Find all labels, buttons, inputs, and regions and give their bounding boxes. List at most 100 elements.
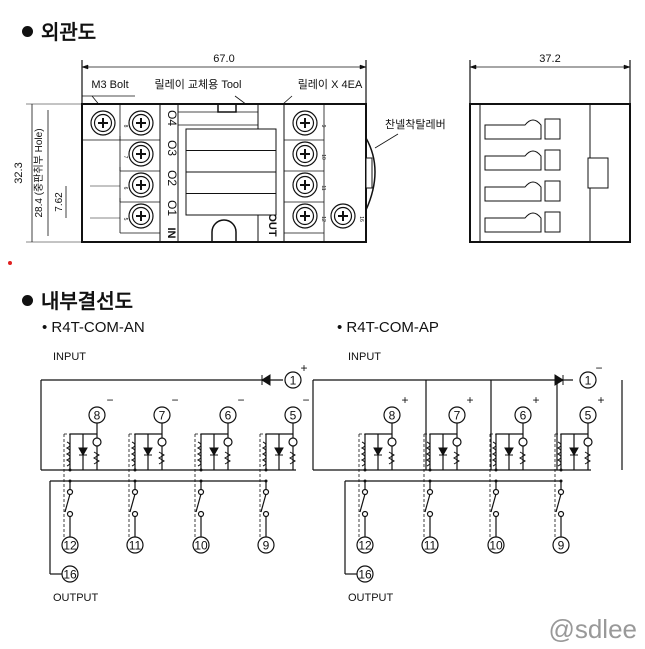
common-terminal xyxy=(284,371,302,389)
model-ap-title: • R4T-COM-AP xyxy=(337,319,439,336)
side-screw xyxy=(544,118,561,140)
side-screw xyxy=(544,180,561,202)
contact-icon xyxy=(131,510,139,518)
contact-icon xyxy=(66,510,74,518)
model-an-title: • R4T-COM-AN xyxy=(42,319,145,336)
screw-cross-icon xyxy=(300,211,310,221)
coil-icon xyxy=(425,441,431,467)
output-terminal-text: 12 xyxy=(63,539,77,553)
output-terminal xyxy=(421,536,439,554)
contact-icon xyxy=(426,510,434,518)
junction-dot xyxy=(68,468,72,472)
input-terminal-text: 7 xyxy=(454,409,461,423)
output-common-terminal-text: 16 xyxy=(63,568,77,582)
led-icon xyxy=(92,437,102,447)
an-input-label: INPUT xyxy=(53,351,86,363)
contact-icon xyxy=(262,510,270,518)
led-icon xyxy=(288,437,298,447)
terminal-id: 12 xyxy=(320,216,326,222)
switch-blade xyxy=(195,493,202,513)
resistor-icon xyxy=(158,451,165,465)
side-clip xyxy=(587,157,609,189)
resistor-icon xyxy=(519,451,526,465)
side-terminal xyxy=(484,119,542,140)
resistor-icon xyxy=(93,451,100,465)
output-terminal xyxy=(192,536,210,554)
screw-cross-icon xyxy=(338,211,348,221)
terminal-id: 8 xyxy=(122,125,128,128)
coil-icon xyxy=(196,441,202,467)
input-terminal-text: 8 xyxy=(94,409,101,423)
pitch-dimension: 7.62 xyxy=(54,192,65,212)
led-icon xyxy=(583,437,593,447)
output-label-O1: O1 xyxy=(165,200,179,216)
switch-blade xyxy=(424,493,431,513)
output-terminal xyxy=(487,536,505,554)
led-icon xyxy=(518,437,528,447)
wiring-title-text: 내부결선도 xyxy=(41,291,133,313)
coil-icon xyxy=(65,441,71,467)
coil-icon xyxy=(130,441,136,467)
relay-outline xyxy=(63,433,74,543)
output-common-terminal xyxy=(356,565,374,583)
terminal-id: 7 xyxy=(122,156,128,159)
diode-icon xyxy=(261,374,271,386)
junction-dot xyxy=(559,468,563,472)
side-terminal xyxy=(484,150,542,171)
channel-lever xyxy=(365,137,376,211)
input-sign: − xyxy=(106,393,113,407)
watermark: @sdlee xyxy=(548,614,637,644)
screw-cross-icon xyxy=(136,211,146,221)
arrow-icon xyxy=(81,64,89,70)
tool-rail xyxy=(178,111,258,126)
switch-blade xyxy=(490,493,497,513)
output-terminal xyxy=(61,536,79,554)
wiring-section-title: 내부결선도 xyxy=(22,285,133,314)
screw-cross-icon xyxy=(136,180,146,190)
junction-dot xyxy=(199,468,203,472)
junction-dot xyxy=(133,468,137,472)
output-terminal-text: 11 xyxy=(129,539,142,553)
junction-dot xyxy=(363,468,367,472)
input-sign: − xyxy=(171,393,178,407)
diode-icon xyxy=(209,447,219,457)
diode-icon xyxy=(554,374,564,386)
diode-icon xyxy=(143,447,153,457)
terminal-id: 11 xyxy=(320,185,326,190)
resistor-icon xyxy=(388,451,395,465)
switch-blade xyxy=(64,493,71,513)
resistor-icon xyxy=(289,451,296,465)
height-dimension: 32.3 xyxy=(13,162,25,183)
tool-label: 릴레이 교체용 Tool xyxy=(154,78,241,91)
contact-icon xyxy=(262,488,270,496)
output-terminal xyxy=(356,536,374,554)
relay-outline xyxy=(128,433,139,543)
output-terminal xyxy=(126,536,144,554)
bullet-icon xyxy=(22,295,33,307)
arrow-icon xyxy=(359,64,367,70)
output-label-O4: O4 xyxy=(165,110,179,126)
contact-icon xyxy=(492,488,500,496)
output-common-terminal xyxy=(61,565,79,583)
input-terminal-text: 6 xyxy=(225,409,232,423)
screw-cross-icon xyxy=(300,118,310,128)
model-an: R4T-COM-AN xyxy=(51,319,145,336)
input-terminal-text: 6 xyxy=(520,409,527,423)
input-sign: + xyxy=(532,393,539,407)
contact-icon xyxy=(197,488,205,496)
depth-dimension: 37.2 xyxy=(539,53,560,65)
coil-icon xyxy=(261,441,267,467)
diode-icon xyxy=(274,447,284,457)
diode-icon xyxy=(438,447,448,457)
output-terminal-text: 11 xyxy=(424,539,437,553)
input-sign: + xyxy=(466,393,473,407)
resistor-icon xyxy=(584,451,591,465)
output-common-terminal-text: 16 xyxy=(358,568,372,582)
relay-outline xyxy=(358,433,369,543)
arrow-icon xyxy=(469,64,477,70)
bottom-notch xyxy=(211,219,237,242)
terminal-id: 10 xyxy=(320,154,326,160)
common-sign: − xyxy=(595,361,602,375)
contact-icon xyxy=(361,510,369,518)
output-terminal-text: 10 xyxy=(194,539,208,553)
